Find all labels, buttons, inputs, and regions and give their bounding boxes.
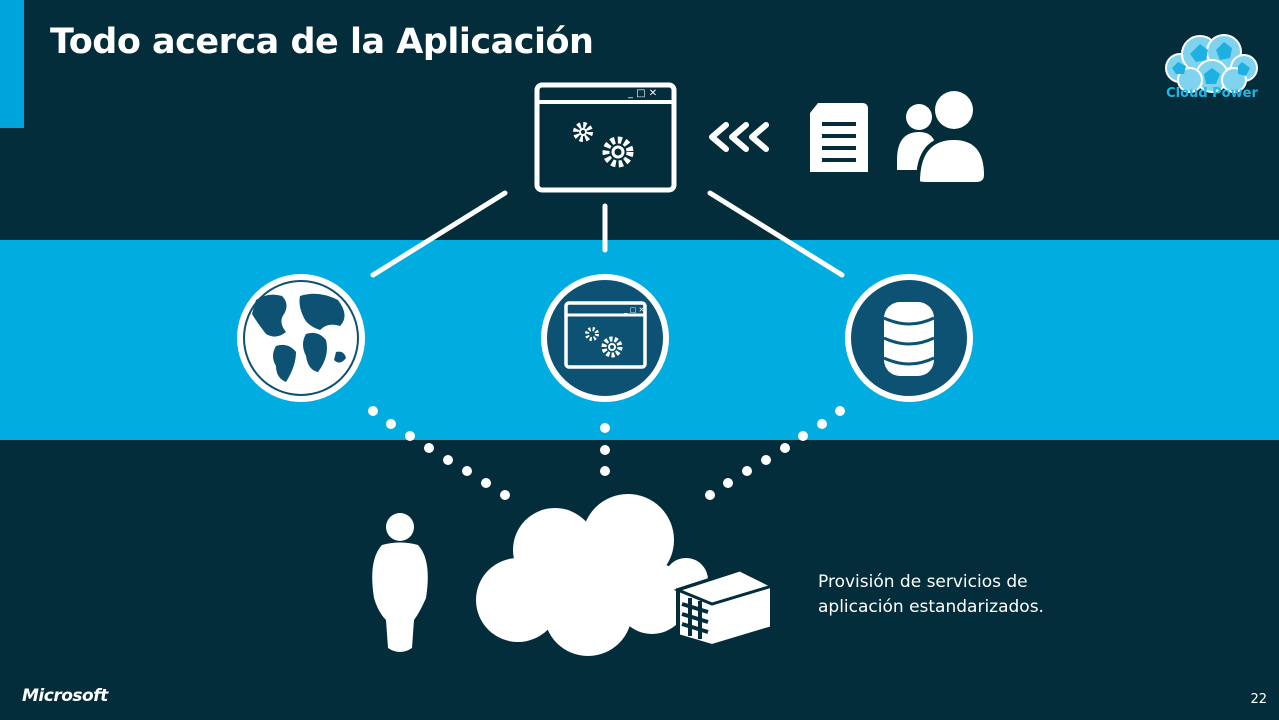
- cloud-power-logo-icon: [1165, 34, 1258, 93]
- microsoft-logo: Microsoft: [22, 686, 108, 706]
- slide-title: Todo acerca de la Aplicación: [50, 22, 594, 62]
- caption: Provisión de servicios de aplicación est…: [818, 570, 1078, 620]
- document-icon: [810, 103, 868, 172]
- building-icon: [673, 567, 777, 649]
- page-number: 22: [1250, 692, 1267, 707]
- dotted-connectors: [368, 406, 845, 500]
- person-icon: [372, 513, 428, 652]
- caption-line-1: Provisión de servicios de: [818, 572, 1028, 592]
- cloud-power-logo-text: Cloud Power: [1166, 86, 1258, 101]
- connector-lines: [370, 190, 845, 278]
- cloud-icon: [476, 494, 708, 656]
- app-window-gears-icon: _ □ ✕: [534, 82, 677, 193]
- caption-line-2: aplicación estandarizados.: [818, 597, 1044, 617]
- chevrons-left-icon: [709, 122, 769, 152]
- app-window-icon: _ □ ✕: [541, 274, 669, 402]
- database-icon: [845, 274, 973, 402]
- svg-text:_ □ ✕: _ □ ✕: [623, 306, 644, 314]
- accent-bar: [0, 0, 24, 128]
- svg-text:_ □ ✕: _ □ ✕: [627, 88, 657, 99]
- users-icon: [897, 91, 989, 186]
- globe-icon: [237, 274, 365, 402]
